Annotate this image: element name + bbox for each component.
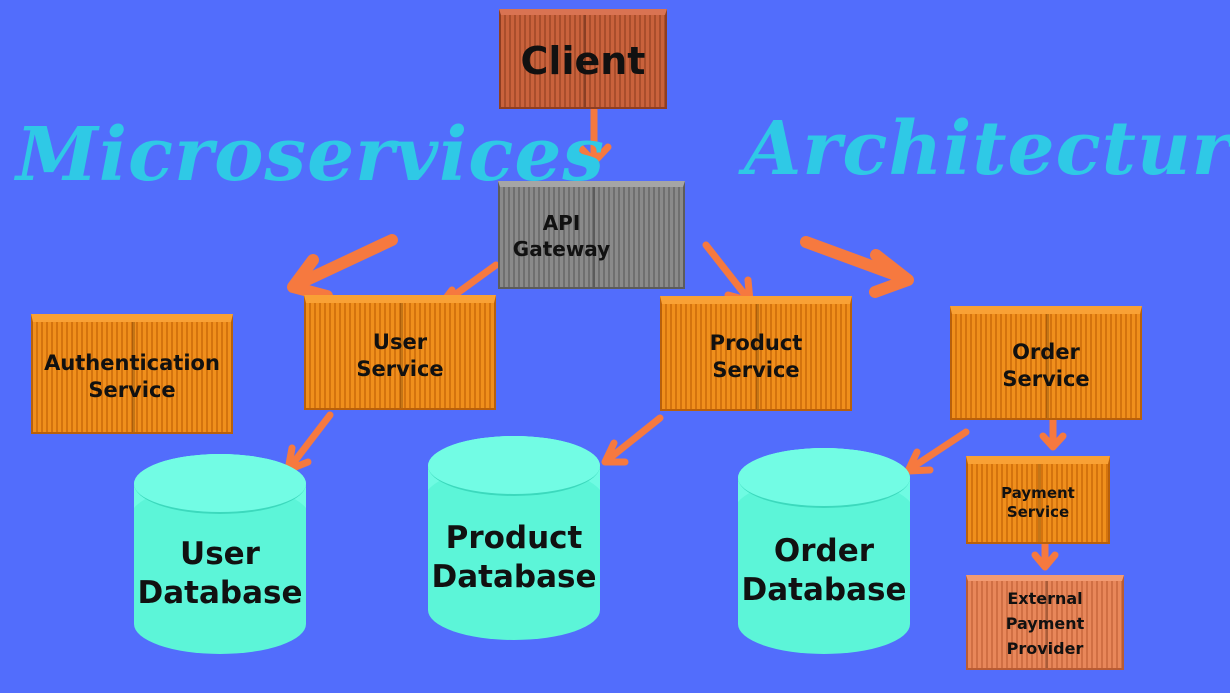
- title-architecture: Architecture: [744, 106, 1230, 192]
- api-gateway-label: API Gateway: [512, 211, 611, 261]
- arrow-left-wide: [287, 234, 398, 302]
- arrow-client-to-gateway: [576, 106, 612, 166]
- product-service-label: Product Service: [709, 330, 803, 382]
- payment-service-label: Payment Service: [1001, 483, 1075, 521]
- authentication-service-node: Authentication Service: [31, 314, 233, 434]
- arrow-right-wide: [800, 236, 914, 298]
- arrow-order-to-payment: [1039, 416, 1067, 451]
- product-service-node: Product Service: [660, 296, 852, 411]
- payment-service-node: Payment Service: [966, 456, 1110, 544]
- product-database: Product Database: [428, 436, 600, 640]
- order-database: Order Database: [738, 448, 910, 654]
- title-microservices: Microservices: [16, 112, 606, 198]
- arrow-order-service-to-db: [904, 428, 970, 475]
- external-payment-provider-node: External Payment Provider: [966, 575, 1124, 670]
- arrow-gateway-to-product-service: [702, 241, 754, 305]
- arrow-user-service-to-db: [284, 411, 334, 474]
- user-service-node: User Service: [304, 295, 496, 410]
- authentication-service-label: Authentication Service: [44, 351, 220, 402]
- arrow-product-service-to-db: [601, 414, 664, 466]
- order-service-label: Order Service: [1002, 340, 1090, 391]
- client-node: Client: [499, 9, 667, 109]
- user-service-label: User Service: [356, 329, 444, 381]
- api-gateway-node: API Gateway: [498, 181, 685, 289]
- order-service-node: Order Service: [950, 306, 1142, 420]
- user-database-label: User Database: [137, 536, 303, 611]
- client-label: Client: [520, 38, 646, 83]
- order-database-label: Order Database: [741, 533, 907, 608]
- user-database: User Database: [134, 454, 306, 654]
- product-database-label: Product Database: [431, 520, 597, 595]
- external-payment-provider-label: External Payment Provider: [1005, 589, 1085, 658]
